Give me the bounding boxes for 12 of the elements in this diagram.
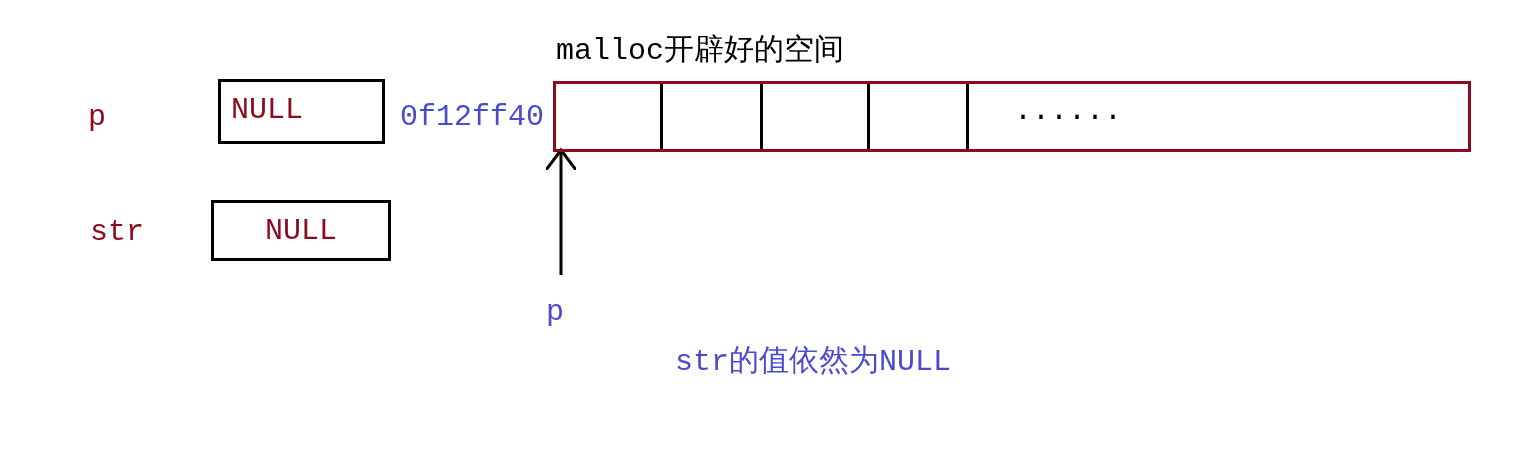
note-text: str的值依然为NULL [675,345,952,379]
value-box [218,79,385,144]
value-text: NULL [264,214,338,248]
pointer-label: p [546,295,576,331]
variable-name: p [88,100,106,134]
value-box [211,200,391,261]
ellipsis-text: ...... [1014,94,1123,128]
address-text: 0f12ff40 [400,100,545,134]
arrow [544,148,578,275]
block-heading: malloc开辟好的空间 [556,34,845,68]
value-text: NULL [231,93,303,127]
variable-name: str [90,215,144,249]
